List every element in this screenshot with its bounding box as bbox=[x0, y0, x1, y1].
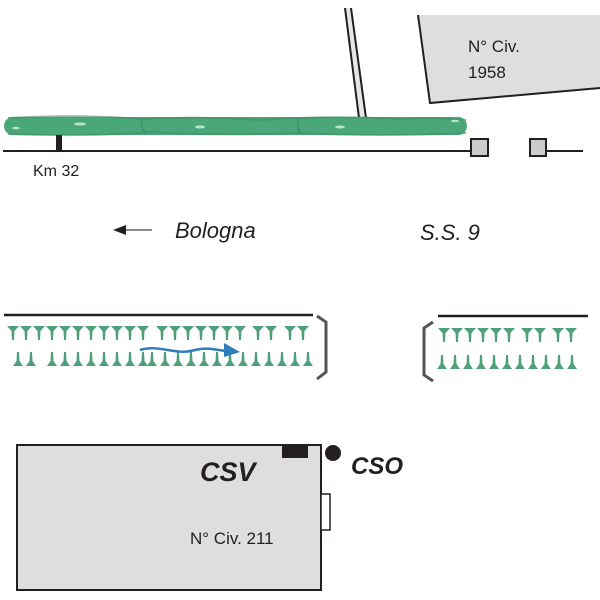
road-name-label: S.S. 9 bbox=[420, 220, 480, 245]
csv-marker bbox=[282, 445, 308, 458]
plant-icon bbox=[234, 326, 246, 340]
flow-arrow-icon bbox=[139, 347, 233, 353]
bracket-right bbox=[316, 314, 328, 381]
plant-icon bbox=[284, 326, 296, 340]
plant-icon bbox=[521, 328, 533, 342]
plant-icon bbox=[47, 352, 57, 366]
plant-icon bbox=[20, 326, 32, 340]
plant-icon bbox=[33, 326, 45, 340]
plant-icon bbox=[124, 326, 136, 340]
plant-icon bbox=[265, 326, 277, 340]
plant-icon bbox=[490, 328, 502, 342]
plant-icon bbox=[160, 352, 170, 366]
cso-label: CSO bbox=[351, 453, 403, 480]
plant-icon bbox=[450, 355, 460, 369]
plant-icon bbox=[125, 352, 135, 366]
plant-icon bbox=[182, 326, 194, 340]
building-1958-label-line2: 1958 bbox=[468, 63, 506, 82]
gate-post-right bbox=[529, 138, 547, 157]
plant-icon bbox=[59, 326, 71, 340]
plant-icon bbox=[565, 328, 577, 342]
km-marker: Km 32 bbox=[33, 135, 79, 180]
plant-icon bbox=[534, 328, 546, 342]
plant-icon bbox=[290, 352, 300, 366]
plant-row-top bbox=[7, 326, 309, 340]
plant-icon bbox=[46, 326, 58, 340]
plant-icon bbox=[277, 352, 287, 366]
plant-icon bbox=[112, 352, 122, 366]
plant-icon bbox=[476, 355, 486, 369]
plant-icon bbox=[567, 355, 577, 369]
filled-circle-icon bbox=[325, 445, 341, 461]
plant-icon bbox=[303, 352, 313, 366]
plant-icon bbox=[264, 352, 274, 366]
plant-icon bbox=[477, 328, 489, 342]
plant-icon bbox=[138, 352, 148, 366]
plant-icon bbox=[541, 355, 551, 369]
plant-icon bbox=[199, 352, 209, 366]
plant-row-top bbox=[438, 328, 577, 342]
plant-icon bbox=[238, 352, 248, 366]
building-211: CSV N° Civ. 211 bbox=[16, 444, 331, 591]
building-1958: N° Civ. 1958 bbox=[417, 14, 600, 105]
building-211-label: N° Civ. 211 bbox=[190, 529, 274, 548]
planted-bed-right bbox=[422, 314, 588, 383]
plant-icon bbox=[464, 328, 476, 342]
plant-icon bbox=[85, 326, 97, 340]
km-marker-label: Km 32 bbox=[33, 163, 79, 180]
plant-icon bbox=[489, 355, 499, 369]
plant-icon bbox=[208, 326, 220, 340]
plant-icon bbox=[515, 355, 525, 369]
hedge-strip bbox=[4, 115, 467, 137]
direction-indicator: Bologna bbox=[113, 218, 256, 243]
bracket-left bbox=[422, 320, 434, 383]
side-door bbox=[320, 493, 331, 531]
side-road bbox=[344, 7, 367, 119]
plant-icon bbox=[73, 352, 83, 366]
plant-icon bbox=[147, 352, 157, 366]
plant-icon bbox=[86, 352, 96, 366]
plant-icon bbox=[503, 328, 515, 342]
csv-label: CSV bbox=[200, 457, 258, 487]
plant-icon bbox=[137, 326, 149, 340]
plant-icon bbox=[252, 326, 264, 340]
gate-post-left bbox=[470, 138, 489, 157]
planted-bed-left bbox=[4, 313, 328, 381]
plant-icon bbox=[212, 352, 222, 366]
plant-icon bbox=[156, 326, 168, 340]
plant-icon bbox=[502, 355, 512, 369]
plant-icon bbox=[72, 326, 84, 340]
plant-icon bbox=[437, 355, 447, 369]
plant-icon bbox=[60, 352, 70, 366]
cso-point: CSO bbox=[325, 445, 403, 480]
plant-row-bottom bbox=[13, 352, 313, 366]
plant-icon bbox=[13, 352, 23, 366]
plant-icon bbox=[528, 355, 538, 369]
building-1958-label-line1: N° Civ. bbox=[468, 37, 520, 56]
plant-icon bbox=[173, 352, 183, 366]
direction-label: Bologna bbox=[175, 218, 256, 243]
plant-icon bbox=[225, 352, 235, 366]
plant-icon bbox=[195, 326, 207, 340]
plant-icon bbox=[221, 326, 233, 340]
plant-icon bbox=[297, 326, 309, 340]
plant-icon bbox=[111, 326, 123, 340]
plant-icon bbox=[26, 352, 36, 366]
plant-icon bbox=[251, 352, 261, 366]
plant-icon bbox=[169, 326, 181, 340]
plant-icon bbox=[554, 355, 564, 369]
plant-icon bbox=[552, 328, 564, 342]
arrow-left-icon bbox=[113, 225, 126, 235]
plant-icon bbox=[98, 326, 110, 340]
plant-icon bbox=[7, 326, 19, 340]
plant-icon bbox=[438, 328, 450, 342]
plant-icon bbox=[463, 355, 473, 369]
plant-icon bbox=[186, 352, 196, 366]
plant-icon bbox=[99, 352, 109, 366]
road-edge bbox=[3, 138, 583, 157]
plant-row-bottom bbox=[437, 355, 577, 369]
plant-icon bbox=[451, 328, 463, 342]
